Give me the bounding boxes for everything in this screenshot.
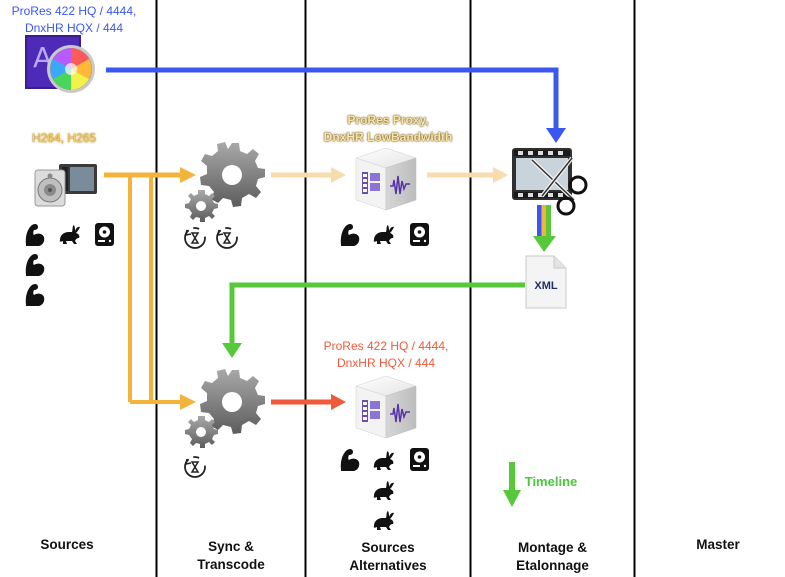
rabbit-icon <box>59 225 80 244</box>
motion-app-icon: A <box>25 35 95 93</box>
column-title-master: Master <box>696 537 740 552</box>
media-file-icon <box>355 147 417 211</box>
source-formats-label: ProRes 422 HQ / 4444, DnxHR HQX / 444 <box>11 4 137 35</box>
stopwatch-icon <box>184 227 206 249</box>
xml-label: XML <box>534 280 558 292</box>
arrow-green-conform <box>222 282 525 358</box>
bicep-icon <box>25 253 45 276</box>
timeline-label: Timeline <box>524 474 578 489</box>
media-player-icon <box>34 164 97 207</box>
bicep-icon <box>340 448 360 471</box>
stopwatch-icon <box>184 456 206 478</box>
column-title-sources: Sources <box>40 537 94 552</box>
arrow-orange-transcode <box>104 167 196 410</box>
bicep-icon <box>25 283 45 306</box>
alt-formats-label: ProRes 422 HQ / 4444, DnxHR HQX / 444 <box>323 339 449 370</box>
rabbit-icon <box>373 451 394 470</box>
media-file-icon <box>355 375 417 439</box>
arrow-blue-direct <box>106 67 566 143</box>
arrow-beige-proxy <box>271 167 508 183</box>
timeline-legend-arrow <box>503 462 521 507</box>
camera-formats-label: H264, H265 <box>31 131 97 145</box>
proxy-formats-label: ProRes Proxy, DnxHR LowBandwidth <box>323 113 453 144</box>
column-title-sources-alternatives: Sources Alternatives <box>349 540 427 573</box>
column-dividers <box>155 0 636 577</box>
gear-icon <box>185 416 218 448</box>
hard-drive-icon <box>410 223 429 246</box>
hard-drive-icon <box>410 448 429 471</box>
column-title-sync-transcode: Sync & Transcode <box>197 539 265 572</box>
rabbit-icon <box>373 511 394 530</box>
xml-document-icon <box>525 255 567 309</box>
arrow-red-conform <box>271 394 346 410</box>
bicep-icon <box>340 223 360 246</box>
bicep-icon <box>25 223 45 246</box>
arrow-editing-to-xml <box>533 205 556 252</box>
stopwatch-icon <box>216 227 238 249</box>
rabbit-icon <box>373 225 394 244</box>
film-scissors-icon <box>512 148 588 216</box>
hard-drive-icon <box>95 223 114 246</box>
gear-icon <box>185 190 218 222</box>
column-title-montage-etalonnage: Montage & Etalonnage <box>516 540 589 573</box>
rabbit-icon <box>373 481 394 500</box>
